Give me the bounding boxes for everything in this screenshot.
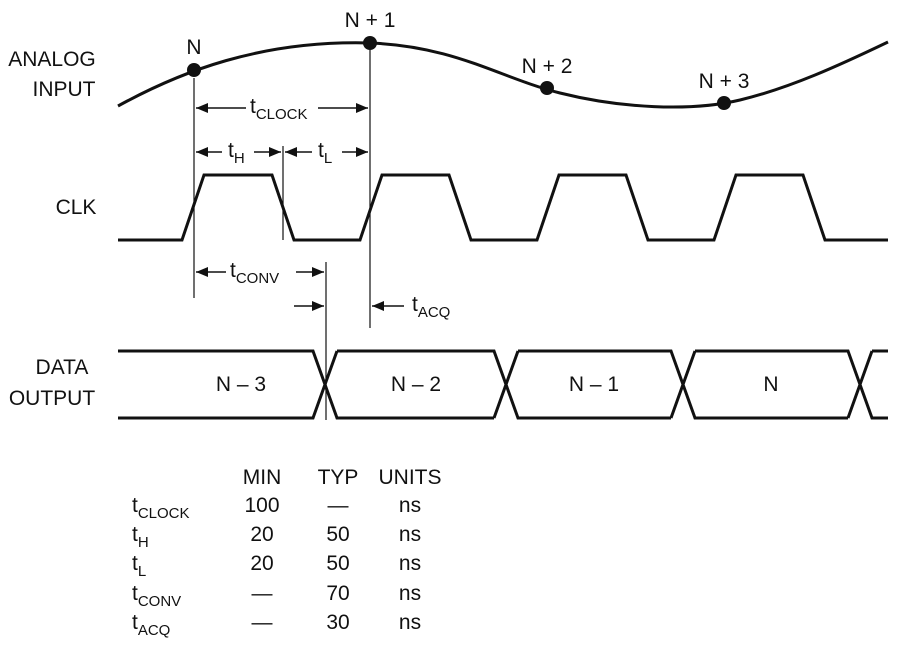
sample-point-n3 [717,96,731,110]
units-th: ns [399,523,421,546]
min-th: 20 [250,523,273,546]
data-output-bus: N – 3 N – 2 N – 1 N [118,349,888,420]
sample-point-n1 [363,36,377,50]
table-header-units: UNITS [379,466,442,489]
data-word-n-1: N – 1 [569,373,619,396]
typ-tconv: 70 [326,582,349,605]
param-tl: tL [132,552,146,580]
table-row-th: tH 20 50 ns [132,523,421,551]
analog-input-label-line2: INPUT [33,78,96,101]
sample-label-n1: N + 1 [345,9,396,32]
sample-label-n3: N + 3 [699,70,750,93]
table-row-tl: tL 20 50 ns [132,552,421,580]
tacq-marker-label: tACQ [412,293,450,321]
guide-lines [193,50,371,420]
units-tclock: ns [399,494,421,517]
units-tacq: ns [399,611,421,634]
clk-waveform [118,173,888,242]
data-word-n: N [763,373,778,396]
data-word-n-2: N – 2 [391,373,441,396]
signal-labels: ANALOG INPUT CLK DATA OUTPUT [8,48,96,410]
param-tclock: tCLOCK [132,494,190,522]
clk-label: CLK [56,196,97,219]
table-row-tclock: tCLOCK 100 — ns [132,494,421,522]
param-th: tH [132,523,149,551]
table-header-min: MIN [243,466,282,489]
units-tl: ns [399,552,421,575]
analog-input-waveform [117,40,889,109]
typ-th: 50 [326,523,349,546]
units-tconv: ns [399,582,421,605]
param-tconv: tCONV [132,582,181,610]
analog-input-label-line1: ANALOG [8,48,96,71]
table-row-tacq: tACQ — 30 ns [132,611,421,639]
timing-labels: tCLOCK tH tL tCONV tACQ [228,95,450,321]
th-marker-label: tH [228,139,245,167]
data-bus-top-line [118,349,888,420]
sample-point-n [187,63,201,77]
data-output-label-line2: OUTPUT [9,387,96,410]
tl-marker-label: tL [318,139,332,167]
timing-arrows [196,103,404,311]
sample-point-n2 [540,81,554,95]
data-word-n-3: N – 3 [216,373,266,396]
sample-points: N N + 1 N + 2 N + 3 [186,9,749,110]
param-tacq: tACQ [132,611,170,639]
typ-tclock: — [328,494,349,517]
min-tl: 20 [250,552,273,575]
min-tconv: — [252,582,273,605]
typ-tacq: 30 [326,611,349,634]
tclock-marker-label: tCLOCK [250,95,308,123]
sample-label-n: N [186,36,201,59]
spec-table: MIN TYP UNITS tCLOCK 100 — ns tH 20 50 n… [132,466,442,639]
min-tclock: 100 [244,494,279,517]
typ-tl: 50 [326,552,349,575]
min-tacq: — [252,611,273,634]
sample-label-n2: N + 2 [522,55,573,78]
data-output-label-line1: DATA [36,356,89,379]
table-header-typ: TYP [318,466,359,489]
tconv-marker-label: tCONV [230,259,279,287]
table-row-tconv: tCONV — 70 ns [132,582,421,610]
